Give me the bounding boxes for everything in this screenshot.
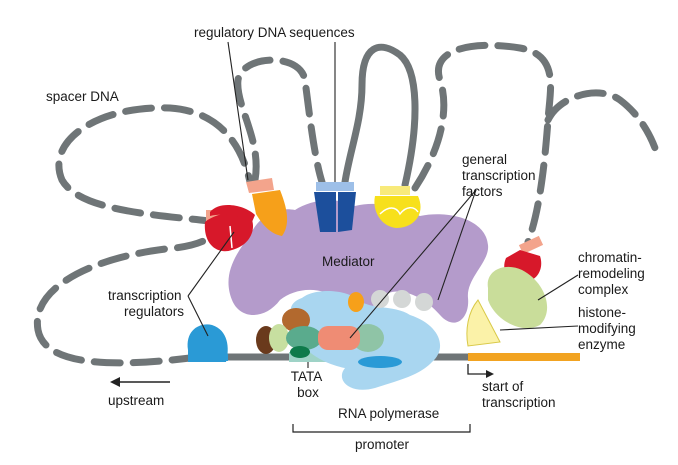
promoter-label: promoter [355, 437, 410, 452]
polymerase-blue-dna [358, 356, 402, 368]
dna-loop-4 [411, 41, 555, 246]
general-tf-line-3: factors [462, 184, 503, 199]
gtf-darkgreen [290, 346, 310, 358]
regulator-blue [314, 182, 356, 232]
chromatin-line-2: remodeling [578, 266, 645, 281]
dna-loop-3 [341, 43, 419, 189]
gtf-sage [352, 324, 384, 352]
dna-spacer-loop [55, 104, 254, 226]
regulator-red-left [204, 204, 255, 252]
chromatin-remodeling-label: chromatin- remodeling complex [578, 250, 649, 297]
gtf-brown [282, 308, 310, 332]
regulator-orange [246, 178, 288, 236]
start-arrow [467, 364, 494, 378]
regulator-yellow [374, 186, 421, 228]
general-tf-line-2: transcription [462, 168, 536, 183]
chromatin-remodeling-complex [487, 266, 548, 329]
dna-loop-right [544, 89, 659, 152]
tata-line-1: TATA [291, 369, 322, 384]
regulator-cyan-dna [190, 354, 228, 361]
tata-line-2: box [297, 385, 319, 400]
regulators-line-2: regulators [124, 304, 184, 319]
gtf-gray-3 [415, 293, 433, 311]
upstream-label: upstream [108, 393, 164, 408]
histone-line-3: enzyme [578, 337, 625, 352]
histone-line-1: histone- [578, 305, 626, 320]
gtf-orange [348, 292, 364, 312]
histone-line-2: modifying [578, 321, 636, 336]
histone-modifying-enzyme [466, 299, 501, 347]
start-line-2: transcription [482, 395, 556, 410]
leader-lines [187, 41, 579, 339]
regulatory-dna-label: regulatory DNA sequences [194, 25, 355, 40]
general-tf-label: general transcription factors [462, 152, 539, 199]
start-line-1: start of [482, 379, 524, 394]
rna-polymerase-label: RNA polymerase [338, 406, 439, 421]
regulators-line-1: transcription [108, 288, 182, 303]
mediator-label: Mediator [322, 254, 375, 269]
gtf-gray-2 [393, 290, 411, 308]
mediator [228, 200, 489, 323]
chromatin-line-1: chromatin- [578, 250, 642, 265]
gtf-salmon [318, 326, 360, 350]
histone-modifying-label: histone- modifying enzyme [578, 305, 640, 352]
transcription-regulators-label: transcription regulators [108, 288, 185, 319]
spacer-dna-label: spacer DNA [46, 89, 119, 104]
transcribed-dna [468, 353, 580, 361]
promoter-bracket [292, 424, 471, 433]
tata-box-label: TATA box [291, 369, 326, 400]
gtf-teal [286, 326, 322, 350]
upstream-arrow [110, 377, 170, 387]
tata-box-segment [289, 352, 329, 362]
dna-loop-2 [234, 56, 326, 186]
start-of-transcription-label: start of transcription [482, 379, 556, 410]
gtf-gray-1 [371, 290, 389, 308]
general-tf-line-1: general [462, 152, 507, 167]
regulator-cyan [187, 324, 228, 362]
dna-left-loop [33, 226, 222, 367]
gtf-lightgreen [269, 324, 289, 352]
chromatin-line-3: complex [578, 282, 629, 297]
